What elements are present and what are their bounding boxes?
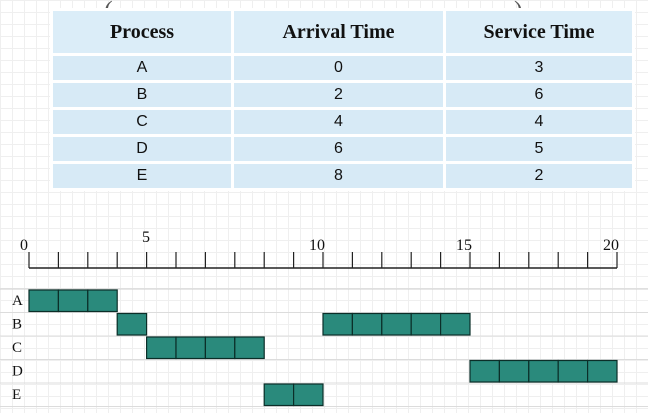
execution-block-d [498,359,530,383]
cell-arrival-time: 0 [231,53,446,83]
process-label-d: D [12,364,23,380]
cell-service-time: 3 [443,53,635,83]
table-row: C 4 4 [50,107,635,137]
cell-process: E [50,161,234,191]
execution-block-b [381,312,412,336]
tick-label: 10 [309,237,325,254]
cell-process: D [50,134,234,164]
cell-arrival-time: 4 [231,107,446,137]
cell-process: A [50,53,234,83]
execution-block-b [116,312,148,336]
execution-block-b [410,312,442,336]
tick-label: 5 [142,229,150,246]
cell-process: C [50,107,234,137]
execution-block-d [557,359,589,383]
cell-process: B [50,80,234,110]
execution-block-e [263,383,295,407]
process-label-b: B [12,317,22,333]
execution-block-c [146,336,177,360]
header-service-time: Service Time [443,8,635,56]
execution-block-c [204,336,236,360]
table-row: B 2 6 [50,80,635,110]
tick-label: 15 [456,237,472,254]
execution-block-c [175,336,206,360]
cell-service-time: 5 [443,134,635,164]
execution-block-b [322,312,353,336]
table-row: A 0 3 [50,53,635,83]
header-arrival-time: Arrival Time [231,8,446,56]
execution-block-e [293,383,324,407]
header-process: Process [50,8,234,56]
tick-label: 0 [20,237,28,254]
execution-block-a [87,289,118,313]
cell-arrival-time: 6 [231,134,446,164]
cell-service-time: 2 [443,161,635,191]
table-row: E 8 2 [50,161,635,191]
execution-block-d [469,359,500,383]
execution-block-b [440,312,471,336]
process-label-c: C [12,340,22,356]
process-label-e: E [12,387,21,403]
execution-block-d [586,359,618,383]
execution-block-c [234,336,265,360]
process-label-a: A [12,293,23,309]
tick-label: 20 [603,237,619,254]
execution-block-d [528,359,559,383]
cell-arrival-time: 2 [231,80,446,110]
table-row: D 6 5 [50,134,635,164]
cell-service-time: 6 [443,80,635,110]
cell-arrival-time: 8 [231,161,446,191]
process-table: Process Arrival Time Service Time A 0 3 … [50,8,635,191]
execution-block-a [57,289,89,313]
cell-service-time: 4 [443,107,635,137]
table-header-row: Process Arrival Time Service Time [50,8,635,56]
execution-block-a [28,289,59,313]
execution-block-b [351,312,383,336]
